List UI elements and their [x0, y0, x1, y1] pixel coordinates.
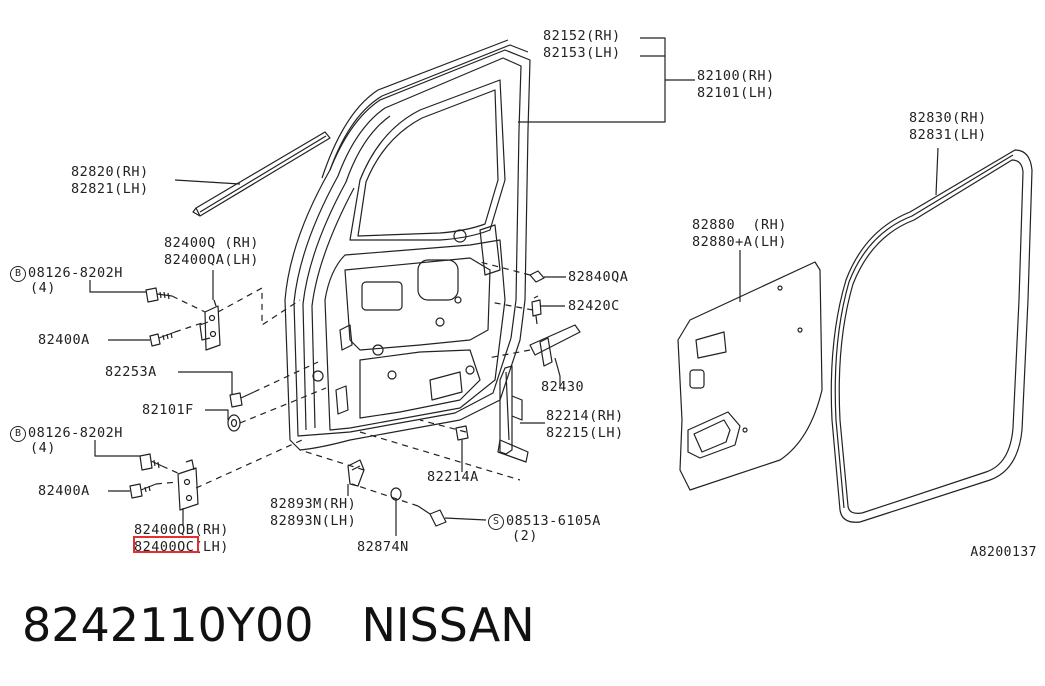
label-bolt-b1-qty: (4) [30, 280, 56, 296]
clip-82420c [531, 295, 542, 325]
label-82893m-rh: 82893M(RH) [270, 496, 357, 512]
label-82214a: 82214A [427, 469, 479, 485]
window-weatherstrip [321, 39, 529, 179]
diagram-code: A8200137 [970, 545, 1037, 560]
label-82893n-lh: 82893N(LH) [270, 513, 357, 529]
label-82831-lh: 82831(LH) [909, 127, 987, 143]
parts-diagram [89, 37, 1033, 536]
label-82214-rh: 82214(RH) [546, 408, 624, 424]
label-82880a-lh: 82880+A(LH) [692, 234, 787, 250]
label-82400qb-rh: 82400QB(RH) [134, 522, 229, 538]
label-82400a-upper: 82400A [38, 332, 90, 348]
label-82830-rh: 82830(RH) [909, 110, 987, 126]
label-bolt-b2-qty: (4) [30, 440, 56, 456]
door-molding [192, 131, 331, 217]
label-82101f: 82101F [142, 402, 194, 418]
door-shell [284, 49, 531, 451]
footer-title: 8242110Y00 NISSAN [22, 598, 535, 652]
bolt-upper-b [145, 287, 173, 303]
label-82153-lh: 82153(LH) [543, 45, 621, 61]
s-marker-icon: S [488, 514, 504, 530]
bolt-lower-a [129, 483, 157, 499]
label-leaders [89, 37, 939, 526]
label-82400q-rh: 82400Q (RH) [164, 235, 259, 251]
label-82101-lh: 82101(LH) [697, 85, 775, 101]
upper-hinge [199, 299, 221, 351]
dashed-leaders [155, 261, 534, 507]
b-marker-icon: B [10, 266, 26, 282]
label-82100-rh: 82100(RH) [697, 68, 775, 84]
highlight-box [133, 536, 199, 553]
bolt-upper-a [149, 331, 176, 347]
label-82430: 82430 [541, 379, 585, 395]
label-82215-lh: 82215(LH) [546, 425, 624, 441]
label-82820-rh: 82820(RH) [71, 164, 149, 180]
washer-82101f [227, 414, 241, 432]
clip-82840qa [529, 270, 545, 283]
check-link-bracket [347, 459, 365, 487]
brand-name: NISSAN [361, 598, 535, 652]
label-82880-rh: 82880 (RH) [692, 217, 787, 233]
bolt-lower-b [139, 453, 163, 471]
label-screw-qty: (2) [512, 528, 538, 544]
grommet-82874n [390, 487, 402, 536]
label-82400qa-lh: 82400QA(LH) [164, 252, 259, 268]
sealing-screen [677, 261, 823, 491]
bolt-82214a [455, 425, 469, 468]
inside-handle-82430 [529, 324, 581, 377]
window-regulator [497, 365, 529, 463]
label-82253a: 82253A [105, 364, 157, 380]
label-82821-lh: 82821(LH) [71, 181, 149, 197]
lower-hinge [177, 459, 199, 511]
part-number: 8242110Y00 [22, 598, 314, 652]
label-82420c: 82420C [568, 298, 620, 314]
bolt-82253a [229, 391, 255, 408]
label-82840qa: 82840QA [568, 269, 629, 285]
label-82874n: 82874N [357, 539, 409, 555]
screw-08513 [417, 505, 487, 527]
label-82152-rh: 82152(RH) [543, 28, 621, 44]
b-marker-icon: B [10, 426, 26, 442]
door-seal [830, 149, 1033, 523]
label-82400a-lower: 82400A [38, 483, 90, 499]
